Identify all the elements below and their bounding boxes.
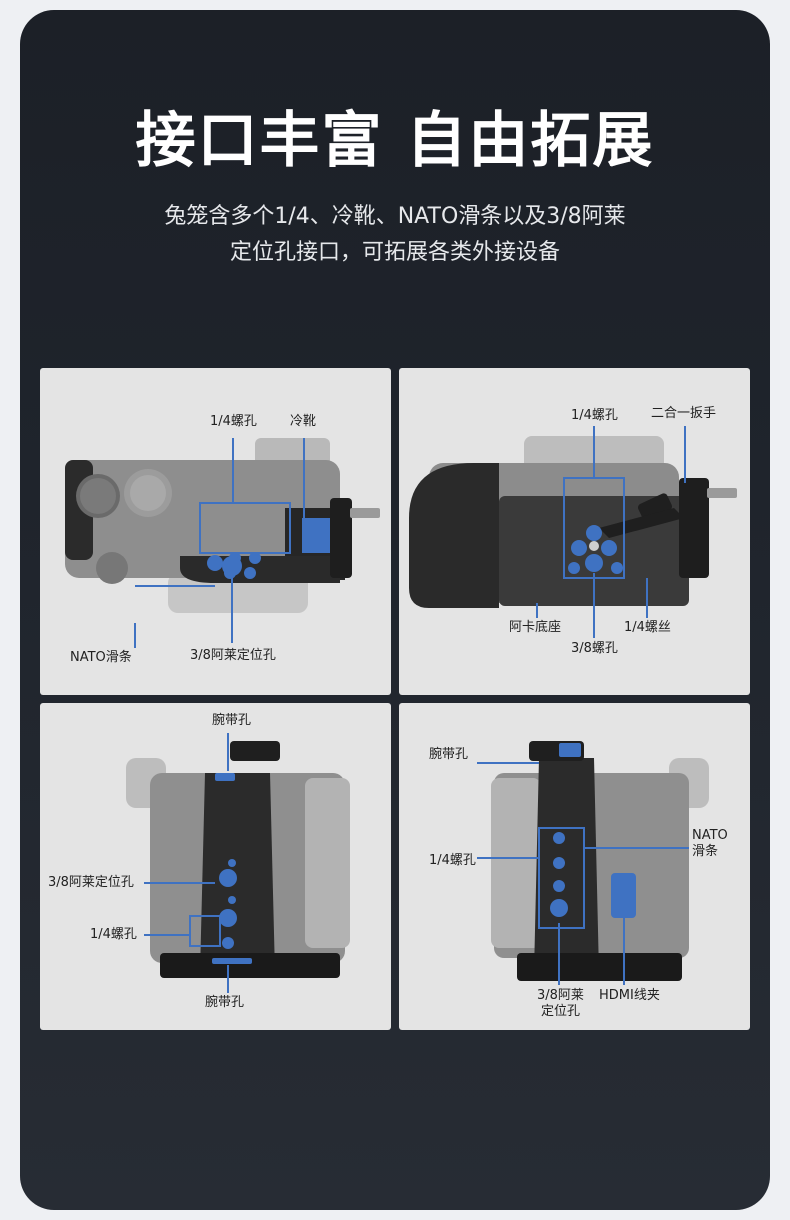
label-two-in-one-wrench: 二合一扳手 <box>651 406 717 421</box>
subtitle-line-2: 定位孔接口，可拓展各类外接设备 <box>229 240 560 265</box>
panel-right-side: 腕带孔 1/4螺孔 NATO 滑条 3/8阿莱 定位孔 HDMI线夹 <box>399 703 750 1030</box>
label-strap-hole: 腕带孔 <box>429 747 469 762</box>
label-cold-shoe: 冷靴 <box>290 414 317 429</box>
label-strap-hole-bottom: 腕带孔 <box>205 995 245 1010</box>
camera-bottom-illustration <box>409 426 737 638</box>
label-quarter-screw: 1/4螺孔 <box>90 927 137 942</box>
camera-left-illustration <box>126 733 350 993</box>
panel-bottom-view: 1/4螺孔 二合一扳手 阿卡底座 1/4螺丝 3/8螺孔 <box>399 368 750 695</box>
label-nato-rail: NATO滑条 <box>70 650 132 665</box>
label-nato-rail: NATO 滑条 <box>692 828 728 860</box>
label-arri-hole: 3/8阿莱 定位孔 <box>537 988 584 1020</box>
camera-right-illustration <box>477 741 709 985</box>
panel-left-side: 腕带孔 3/8阿莱定位孔 1/4螺孔 腕带孔 <box>40 703 391 1030</box>
label-hdmi-clamp: HDMI线夹 <box>599 988 660 1003</box>
label-38-screw: 3/8螺孔 <box>571 641 618 656</box>
camera-top-illustration <box>65 438 380 648</box>
label-quarter-screw: 1/4螺孔 <box>571 408 618 423</box>
page-title: 接口丰富 自由拓展 <box>135 106 655 176</box>
label-quarter-thread: 1/4螺丝 <box>624 620 671 635</box>
label-quarter-screw: 1/4螺孔 <box>210 414 257 429</box>
label-strap-hole-top: 腕带孔 <box>212 713 252 728</box>
panel-top-view: 冷靴 1/4螺孔 NATO滑条 3/8阿莱定位孔 <box>40 368 391 695</box>
label-quarter-screw: 1/4螺孔 <box>429 853 476 868</box>
label-arri-hole: 3/8阿莱定位孔 <box>190 648 276 663</box>
subtitle-line-1: 兔笼含多个1/4、冷靴、NATO滑条以及3/8阿莱 <box>164 204 626 229</box>
label-arri-hole: 3/8阿莱定位孔 <box>48 875 134 890</box>
label-arca-base: 阿卡底座 <box>509 620 562 635</box>
